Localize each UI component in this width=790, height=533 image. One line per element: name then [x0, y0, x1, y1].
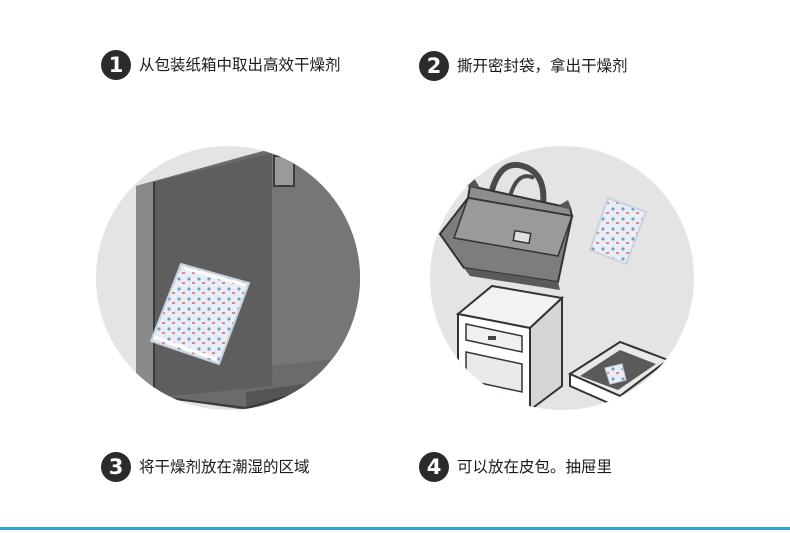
- step-1: 1 从包装纸箱中取出高效干燥剂: [101, 50, 344, 80]
- desiccant-pack-icon: [149, 262, 251, 366]
- step-1-number-badge: 1: [101, 50, 131, 80]
- step-3-number-badge: 3: [101, 452, 131, 482]
- step-1-label: 从包装纸箱中取出高效干燥剂: [139, 56, 341, 74]
- step-3: 3 将干燥剂放在潮湿的区域: [101, 452, 310, 482]
- step-3-label: 将干燥剂放在潮湿的区域: [139, 458, 310, 476]
- step-4-label: 可以放在皮包。抽屉里: [457, 458, 613, 476]
- step-4: 4 可以放在皮包。抽屉里: [419, 452, 612, 482]
- step-2: 2 撕开密封袋，拿出干燥剂: [419, 51, 628, 81]
- step-2-number-badge: 2: [419, 51, 449, 81]
- step-4-number-badge: 4: [419, 452, 449, 482]
- step-2-label: 撕开密封袋，拿出干燥剂: [457, 57, 628, 75]
- desiccant-pack-icon: [588, 196, 648, 266]
- bag-drawer-illustration: [430, 146, 694, 410]
- nightstand-icon: [455, 284, 565, 410]
- cabinet-desiccant-illustration: [96, 146, 360, 410]
- bottom-accent-line: [0, 527, 790, 530]
- handbag-icon: [438, 161, 574, 290]
